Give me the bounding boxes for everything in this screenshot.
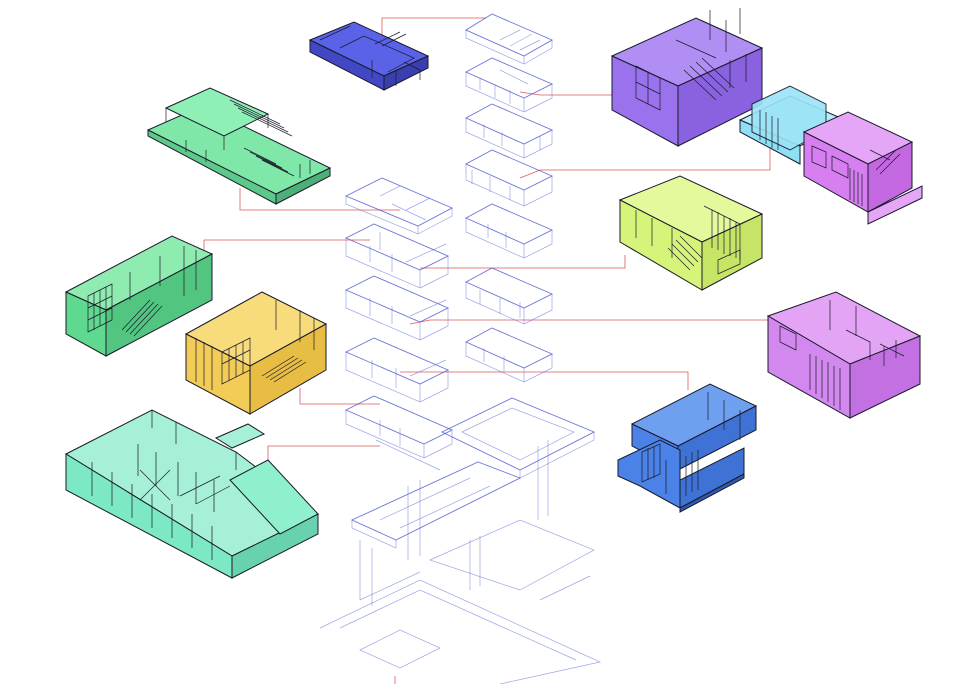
module-violet-block [610,8,764,147]
module-cyan-magenta-pair [738,85,923,225]
ghost-ground-frame [319,397,602,684]
module-yellow-unit [184,291,328,415]
ghost-stack-right-column [464,13,554,383]
module-blue-unit [617,383,758,513]
module-green-stair-unit [64,235,214,357]
module-roof-blue [308,21,430,91]
leader-lines [203,17,771,684]
module-lime-unit [618,175,764,291]
ghost-stack-left-column [344,177,454,471]
module-ground-teal [64,409,319,579]
module-upper-green [146,87,332,205]
module-magenta-unit [766,291,922,419]
